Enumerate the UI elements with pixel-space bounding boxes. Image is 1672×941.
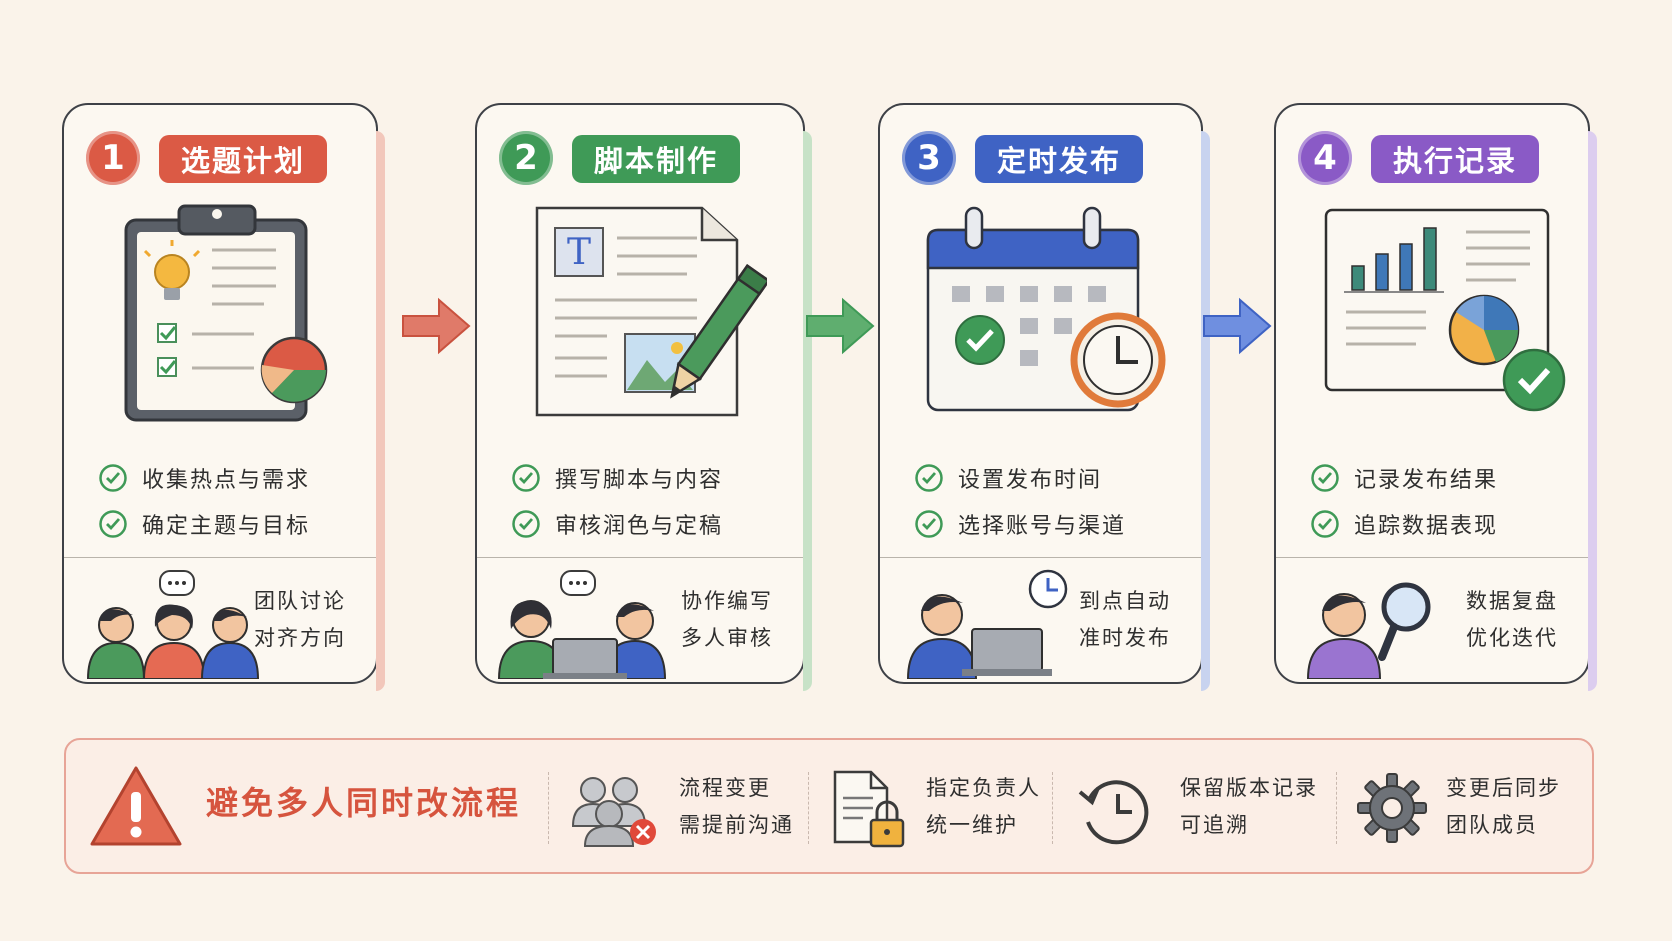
document-lock-icon (833, 770, 905, 848)
person-laptop-icon (906, 569, 1068, 679)
separator (1336, 772, 1337, 844)
card-footer-text: 到点自动 准时发布 (1079, 589, 1171, 650)
step-number-badge: 2 (499, 131, 553, 185)
arrow-right-icon (1203, 297, 1272, 355)
card-divider (477, 557, 803, 558)
checklist-item: 审核润色与定稿 (511, 501, 723, 547)
step-title: 定时发布 (975, 135, 1144, 183)
step-card-1: 1 选题计划 收集热点与需求 确定主题与目标 (62, 103, 385, 691)
checklist-item: 记录发布结果 (1310, 455, 1498, 501)
warning-item: 保留版本记录 可追溯 (1076, 760, 1316, 856)
gear-icon (1357, 773, 1427, 843)
step-number-badge: 4 (1298, 131, 1352, 185)
checklist-item: 确定主题与目标 (98, 501, 310, 547)
people-blocked-icon (571, 777, 656, 847)
check-circle-icon (1311, 464, 1339, 492)
history-clock-icon (1078, 780, 1149, 845)
card-footer-text: 协作编写 多人审核 (681, 589, 773, 650)
calendar-clock-icon (926, 206, 1166, 412)
step-title: 脚本制作 (572, 135, 741, 183)
step-title: 执行记录 (1371, 135, 1540, 183)
checklist-item: 追踪数据表现 (1310, 501, 1498, 547)
checklist-item: 设置发布时间 (914, 455, 1126, 501)
check-circle-icon (512, 464, 540, 492)
clipboard-icon (124, 204, 328, 422)
check-circle-icon (99, 510, 127, 538)
card-footer-text: 团队讨论 对齐方向 (254, 589, 346, 650)
checklist-item: 撰写脚本与内容 (511, 455, 723, 501)
warning-title: 避免多人同时改流程 (206, 784, 522, 822)
check-circle-icon (512, 510, 540, 538)
warning-item: 变更后同步 团队成员 (1356, 760, 1576, 856)
warning-box: 避免多人同时改流程 流程变更 需提前沟通 (64, 738, 1594, 874)
arrow-right-icon (806, 297, 875, 355)
separator (808, 772, 809, 844)
warning-item: 指定负责人 统一维护 (831, 760, 1041, 856)
separator (548, 772, 549, 844)
card-divider (1276, 557, 1588, 558)
warning-item: 流程变更 需提前沟通 (571, 760, 796, 856)
step-card-2: 2 脚本制作 T 撰写脚本与内容 审核润色与定稿 (475, 103, 812, 691)
svg-text:T: T (567, 232, 591, 273)
arrow-right-icon (402, 297, 471, 355)
check-circle-icon (99, 464, 127, 492)
check-circle-icon (915, 464, 943, 492)
step-card-3: 3 定时发布 设置发布时间 选择账号与渠道 (878, 103, 1210, 691)
card-divider (64, 557, 376, 558)
person-magnifier-icon (1306, 582, 1431, 679)
check-circle-icon (1311, 510, 1339, 538)
checklist-item: 选择账号与渠道 (914, 501, 1126, 547)
card-footer-text: 数据复盘 优化迭代 (1466, 589, 1558, 650)
separator (1052, 772, 1053, 844)
card-divider (880, 557, 1201, 558)
collaboration-laptop-icon (497, 570, 667, 679)
step-title: 选题计划 (159, 135, 328, 183)
step-number-badge: 3 (902, 131, 956, 185)
document-pencil-icon: T (535, 206, 767, 417)
checklist-item: 收集热点与需求 (98, 455, 310, 501)
step-card-4: 4 执行记录 记录发布结果 追踪数据表现 (1274, 103, 1597, 691)
check-circle-icon (915, 510, 943, 538)
team-discussion-icon (86, 570, 260, 679)
report-chart-icon (1324, 208, 1566, 412)
step-number-badge: 1 (86, 131, 140, 185)
warning-triangle-icon (90, 766, 182, 846)
